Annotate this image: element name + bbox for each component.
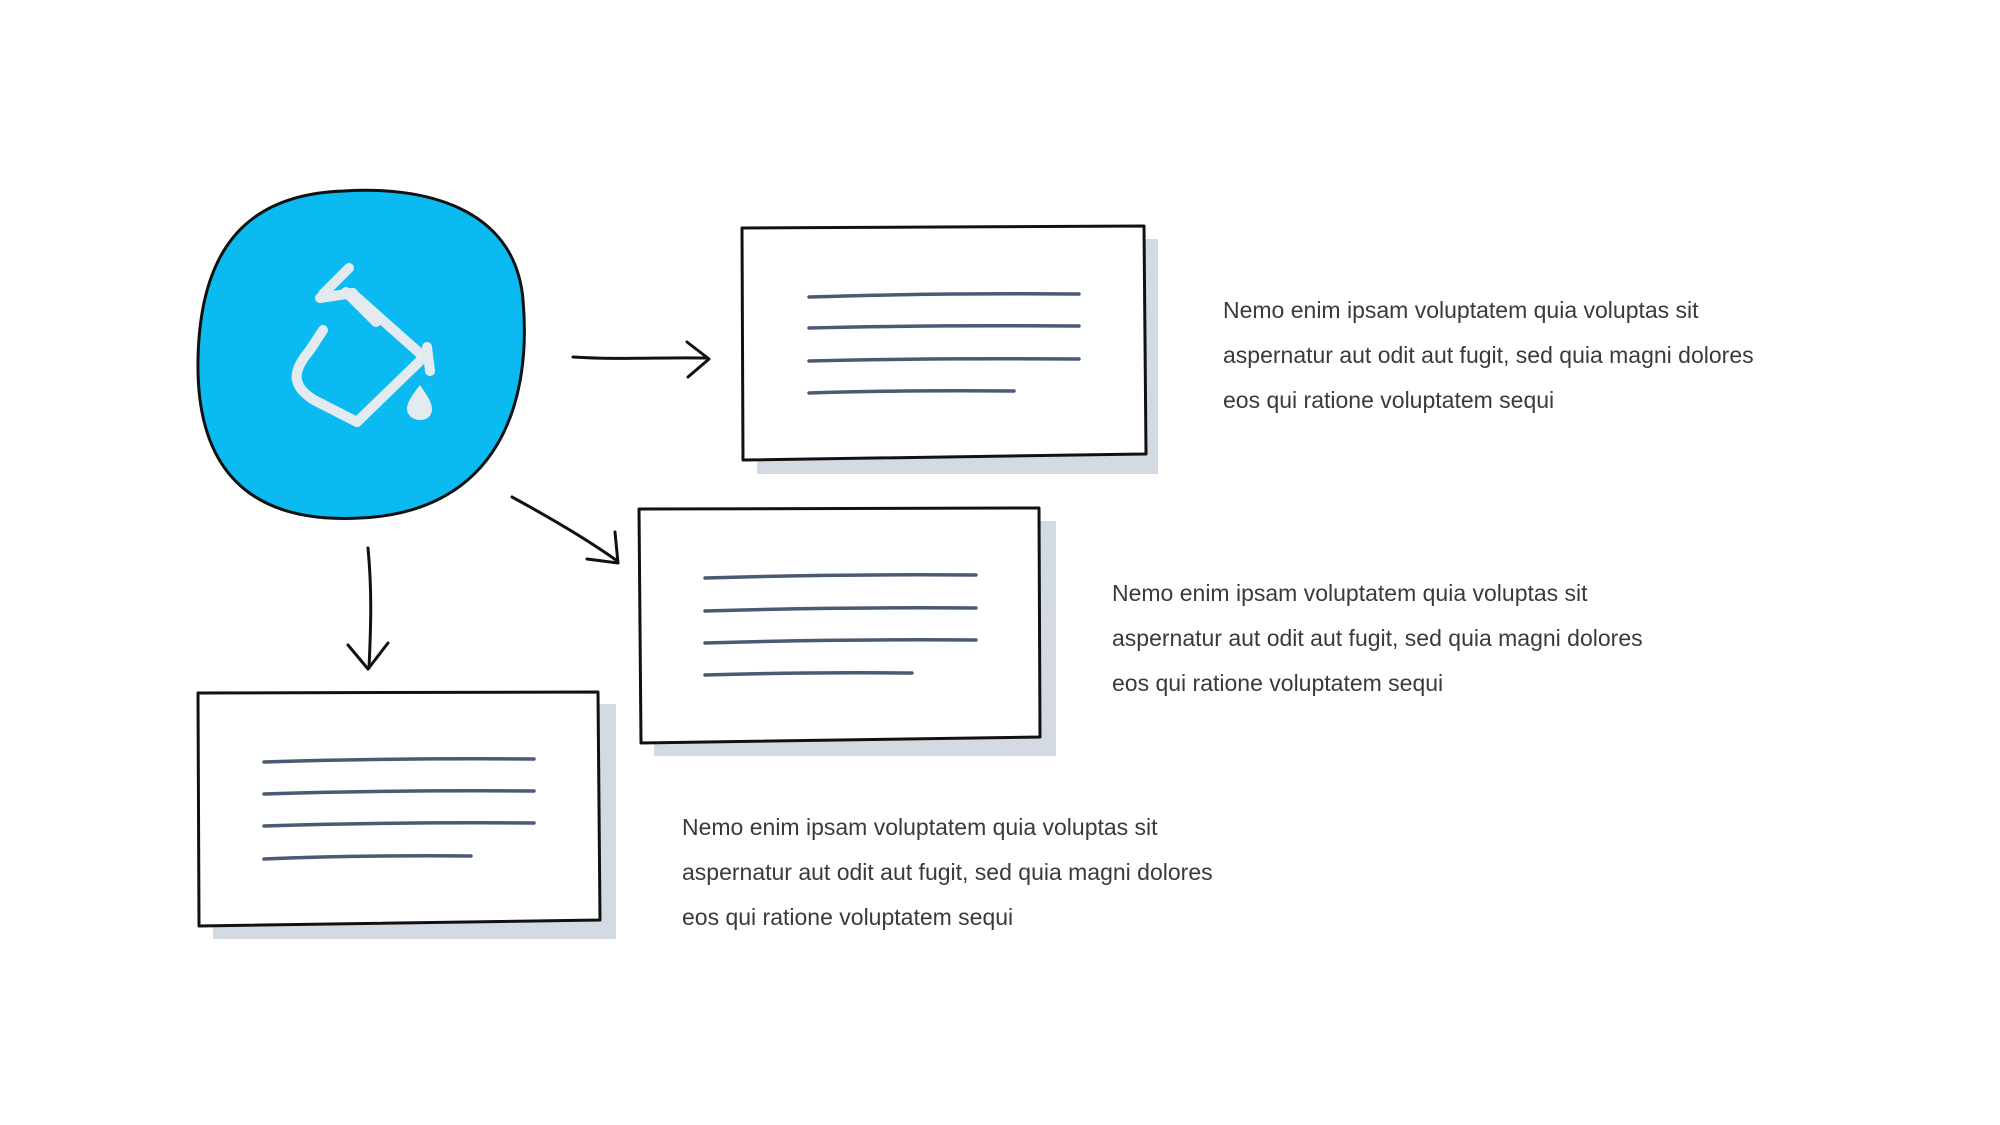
description-line: Nemo enim ipsam voluptatem quia voluptas… (1223, 297, 1699, 323)
card-text-lines (703, 573, 978, 677)
card-outline (196, 690, 602, 928)
description-line: Nemo enim ipsam voluptatem quia voluptas… (682, 814, 1158, 840)
description-2: Nemo enim ipsam voluptatem quia voluptas… (1112, 571, 1643, 706)
arrow-to-card-3 (346, 546, 390, 671)
description-line: eos qui ratione voluptatem sequi (682, 904, 1014, 930)
card-3 (196, 690, 616, 939)
description-line: aspernatur aut odit aut fugit, sed quia … (1223, 342, 1754, 368)
card-outline (740, 224, 1148, 462)
hub-node (196, 188, 526, 520)
card-2 (637, 506, 1056, 756)
paint-bucket-icon (291, 263, 435, 427)
description-line: aspernatur aut odit aut fugit, sed quia … (682, 859, 1213, 885)
description-1: Nemo enim ipsam voluptatem quia voluptas… (1223, 288, 1754, 423)
description-3: Nemo enim ipsam voluptatem quia voluptas… (682, 805, 1213, 940)
description-line: eos qui ratione voluptatem sequi (1223, 387, 1555, 413)
description-line: aspernatur aut odit aut fugit, sed quia … (1112, 625, 1643, 651)
card-1 (740, 224, 1158, 474)
arrow-to-card-2 (510, 495, 620, 565)
card-text-lines (262, 757, 536, 861)
card-text-lines (807, 292, 1081, 395)
card-outline (637, 506, 1042, 745)
description-line: eos qui ratione voluptatem sequi (1112, 670, 1444, 696)
hub-blob (196, 188, 526, 520)
description-line: Nemo enim ipsam voluptatem quia voluptas… (1112, 580, 1588, 606)
arrow-to-card-1 (571, 340, 711, 379)
